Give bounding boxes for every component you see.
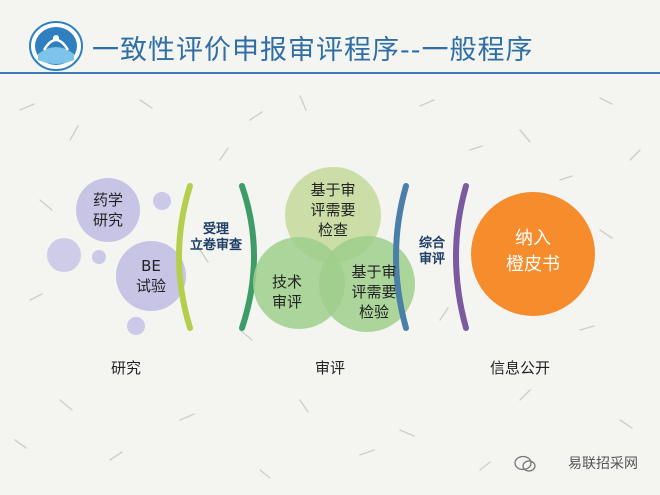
stage-review: 审评 [315, 359, 346, 377]
tech-review-label: 技术审评 [271, 273, 302, 311]
be-circle [116, 241, 186, 311]
page-title: 一致性评价申报审评程序--一般程序 [92, 35, 534, 66]
orange-book-circle [471, 192, 595, 316]
accept-label: 受理立卷审查 [189, 222, 242, 253]
decor-circle [153, 192, 171, 210]
bracket-comp-right [453, 183, 469, 331]
pharmacy-label: 药学研究 [92, 191, 123, 229]
watermark: 易联招采网 [568, 456, 638, 472]
header: 一致性评价申报审评程序--一般程序 [0, 0, 660, 76]
wechat-icon [514, 455, 536, 472]
tech-review-circle [253, 237, 345, 329]
bracket-accept-right [239, 183, 257, 331]
comprehensive-label: 综合审评 [418, 236, 445, 267]
stage-disclosure: 信息公开 [490, 359, 551, 377]
title-underline [0, 72, 660, 74]
decor-circle [47, 238, 81, 272]
basis-test-label: 基于审评需要检验 [351, 263, 397, 321]
stage-research: 研究 [111, 359, 142, 377]
basis-review-label: 基于审评需要检查 [310, 181, 356, 239]
logo-icon [29, 21, 83, 71]
basis-test-circle [319, 236, 415, 332]
orange-book-label: 纳入橙皮书 [506, 228, 560, 275]
pharmacy-circle [76, 178, 140, 242]
decor-circle [127, 317, 145, 335]
decor-circle [92, 250, 106, 264]
bracket-accept-left [176, 183, 193, 331]
bracket-comp-left [393, 183, 409, 331]
